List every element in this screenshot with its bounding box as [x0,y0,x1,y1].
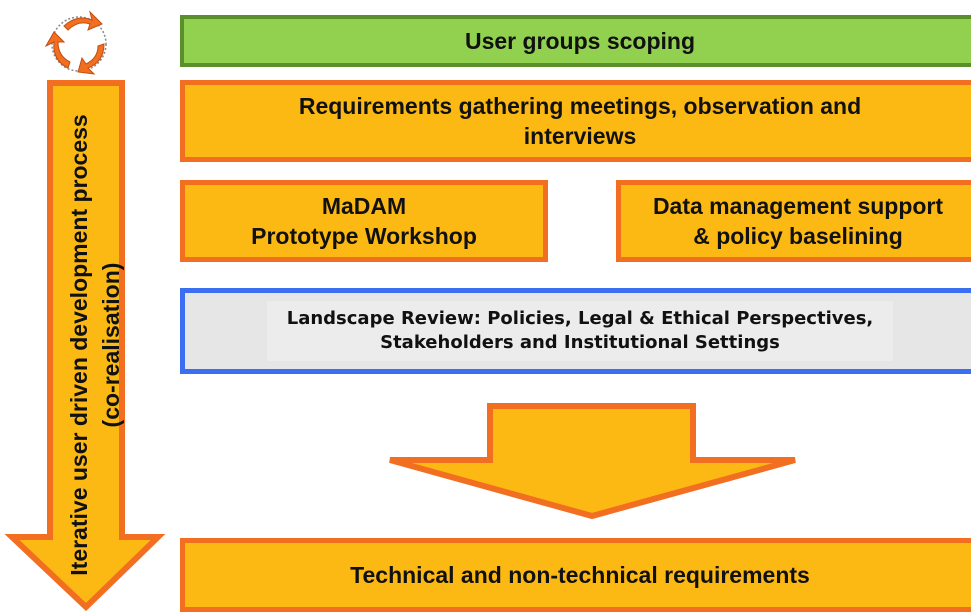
landscape-line2: Stakeholders and Institutional Settings [380,332,780,353]
down-arrow-icon [389,403,796,520]
data-mgmt-line2: & policy baselining [693,223,903,249]
requirements-gathering-line2: interviews [523,123,637,149]
data-management-box: Data management support & policy baselin… [616,180,971,262]
requirements-gathering-box: Requirements gathering meetings, observa… [180,80,971,162]
madam-line2: Prototype Workshop [251,223,477,249]
landscape-review-box: Landscape Review: Policies, Legal & Ethi… [180,288,971,374]
output-label: Technical and non-technical requirements [350,561,810,588]
data-mgmt-line1: Data management support [652,193,944,219]
user-groups-scoping-box: User groups scoping [180,15,971,67]
down-arrow-icon [4,80,166,612]
side-label: Iterative user driven development proces… [66,114,124,576]
technical-requirements-box: Technical and non-technical requirements [180,538,971,612]
madam-line1: MaDAM [321,193,407,219]
cycle-arrows-icon [44,10,107,75]
landscape-review-text: Landscape Review: Policies, Legal & Ethi… [266,301,894,361]
madam-workshop-box: MaDAM Prototype Workshop [180,180,548,262]
landscape-line1: Landscape Review: Policies, Legal & Ethi… [286,308,874,329]
requirements-gathering-line1: Requirements gathering meetings, observa… [298,93,862,119]
scoping-label: User groups scoping [464,27,696,54]
